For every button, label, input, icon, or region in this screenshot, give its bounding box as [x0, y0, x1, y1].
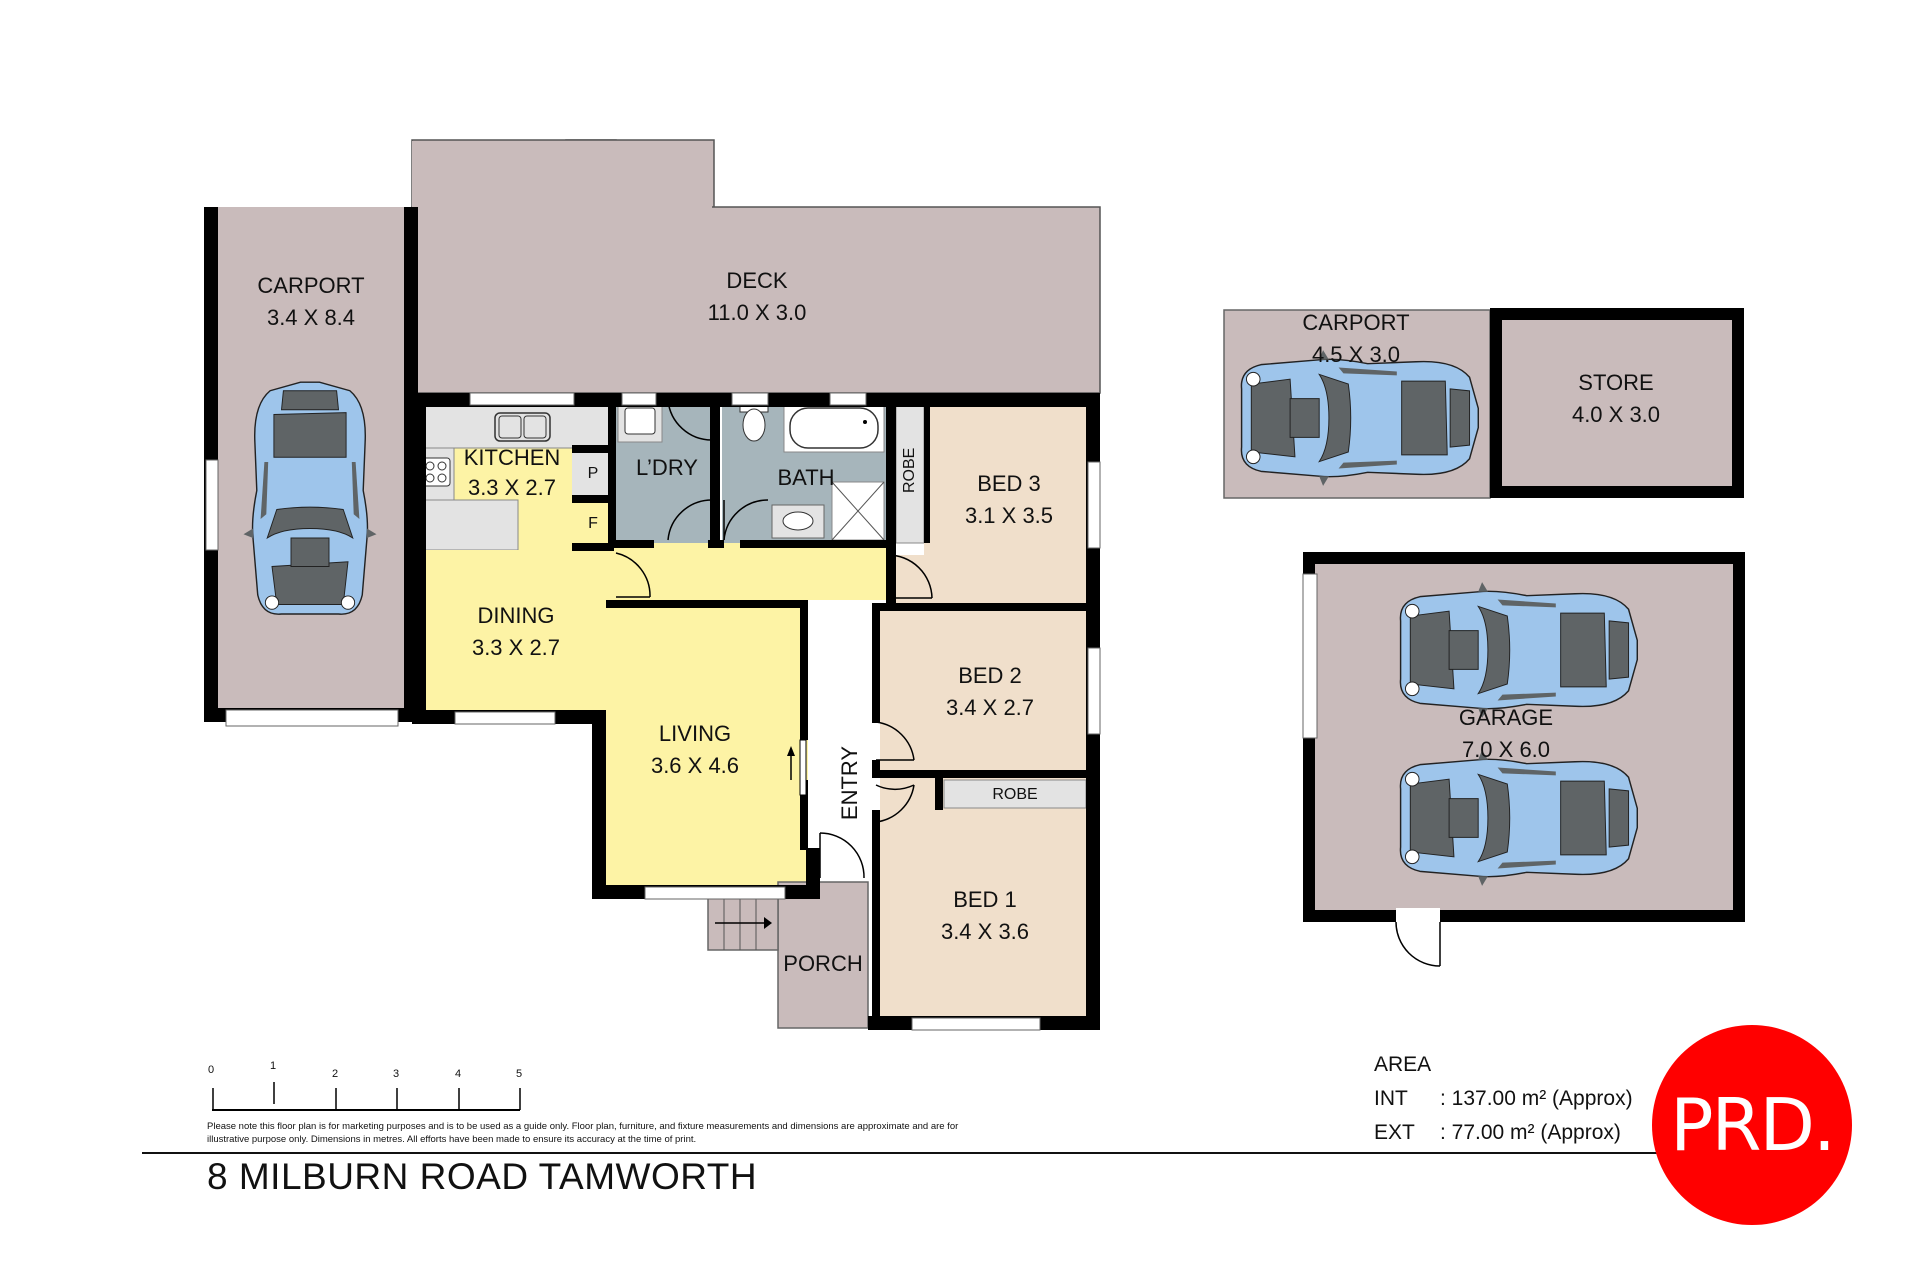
room-name: F — [588, 515, 598, 532]
room-label-fridge: F — [588, 508, 598, 540]
room-name: LIVING — [658, 721, 732, 746]
room-label-carport-detached: CARPORT 4.5 X 3.0 — [1302, 307, 1409, 371]
room-label-bath: BATH — [777, 462, 834, 494]
room-name: BED 3 — [977, 471, 1041, 496]
room-dims: 7.0 X 6.0 — [1461, 737, 1551, 762]
bed3-area — [924, 400, 1086, 603]
room-label-entry: ENTRY — [837, 745, 862, 821]
area-value: : 137.00 m² (Approx) — [1440, 1087, 1633, 1110]
room-dims: 3.4 X 8.4 — [266, 305, 356, 330]
room-name: CARPORT — [1302, 310, 1410, 335]
room-label-store: STORE 4.0 X 3.0 — [1572, 367, 1660, 431]
room-label-robe-bed3: ROBE — [901, 447, 918, 493]
room-name: P — [587, 465, 599, 482]
scale-tick-label: 3 — [393, 1068, 400, 1080]
room-name: DECK — [726, 268, 788, 293]
room-name: KITCHEN — [463, 445, 561, 470]
scale-tick-label: 5 — [516, 1068, 523, 1080]
room-dims: 4.5 X 3.0 — [1311, 342, 1401, 367]
robe-bed1-area — [943, 779, 1087, 809]
scale-bar: 0 1 2 3 4 5 — [200, 1060, 530, 1125]
divider-line — [142, 1152, 1662, 1154]
room-label-dining: DINING 3.3 X 2.7 — [472, 600, 560, 664]
room-dims: 3.4 X 3.6 — [940, 919, 1030, 944]
room-label-porch: PORCH — [783, 948, 862, 980]
scale-tick-label: 4 — [455, 1068, 462, 1080]
area-row-internal: INT : 137.00 m² (Approx) — [1374, 1082, 1633, 1116]
room-dims: 3.3 X 2.7 — [471, 635, 561, 660]
disclaimer-text: Please note this floor plan is for marke… — [207, 1121, 959, 1145]
room-label-pantry: P — [588, 458, 599, 490]
room-dims: 3.3 X 2.7 — [467, 475, 557, 500]
room-name: PORCH — [783, 951, 863, 976]
area-heading: AREA — [1374, 1053, 1432, 1076]
room-name: BED 2 — [958, 663, 1022, 688]
scale-tick-label: 2 — [332, 1068, 339, 1080]
room-name: ROBE — [992, 786, 1038, 803]
area-summary: AREA INT : 137.00 m² (Approx) EXT : 77.0… — [1374, 1048, 1633, 1150]
room-name: CARPORT — [257, 273, 365, 298]
room-dims: 3.4 X 2.7 — [945, 695, 1035, 720]
room-label-laundry: L’DRY — [636, 452, 698, 484]
room-dims: 11.0 X 3.0 — [707, 300, 807, 325]
scale-tick-label: 0 — [208, 1064, 215, 1076]
room-label-bed2: BED 2 3.4 X 2.7 — [946, 660, 1034, 724]
property-address: 8 MILBURN ROAD TAMWORTH — [207, 1156, 758, 1197]
area-label: INT — [1374, 1087, 1408, 1110]
prd-logo: PRD. — [1652, 1025, 1852, 1225]
room-label-garage: GARAGE 7.0 X 6.0 — [1459, 702, 1553, 766]
room-label-bed1: BED 1 3.4 X 3.6 — [941, 884, 1029, 948]
scale-tick-label: 1 — [270, 1060, 277, 1072]
dining-living-area — [418, 543, 888, 890]
room-dims: 3.1 X 3.5 — [964, 503, 1054, 528]
bed1-area — [880, 778, 1086, 1018]
room-label-living: LIVING 3.6 X 4.6 — [651, 718, 739, 782]
bed2-area — [880, 611, 1086, 770]
area-row-external: EXT : 77.00 m² (Approx) — [1374, 1116, 1633, 1150]
room-name: BATH — [777, 465, 835, 490]
room-label-kitchen: KITCHEN 3.3 X 2.7 — [464, 443, 561, 503]
area-value: : 77.00 m² (Approx) — [1440, 1121, 1621, 1144]
room-name: GARAGE — [1458, 705, 1554, 730]
room-dims: 4.0 X 3.0 — [1571, 402, 1661, 427]
room-label-deck: DECK 11.0 X 3.0 — [708, 265, 807, 329]
room-dims: 3.6 X 4.6 — [650, 753, 740, 778]
room-label-carport-main: CARPORT 3.4 X 8.4 — [257, 270, 364, 334]
room-name: BED 1 — [953, 887, 1017, 912]
room-label-bed3: BED 3 3.1 X 3.5 — [965, 468, 1053, 532]
logo-text: PRD. — [1670, 1083, 1836, 1167]
porch-area — [777, 881, 869, 1029]
room-label-robe-bed1: ROBE — [992, 779, 1037, 811]
area-label: EXT — [1374, 1121, 1415, 1144]
room-name: DINING — [477, 603, 555, 628]
room-name: STORE — [1578, 370, 1654, 395]
room-name: L’DRY — [636, 455, 698, 480]
